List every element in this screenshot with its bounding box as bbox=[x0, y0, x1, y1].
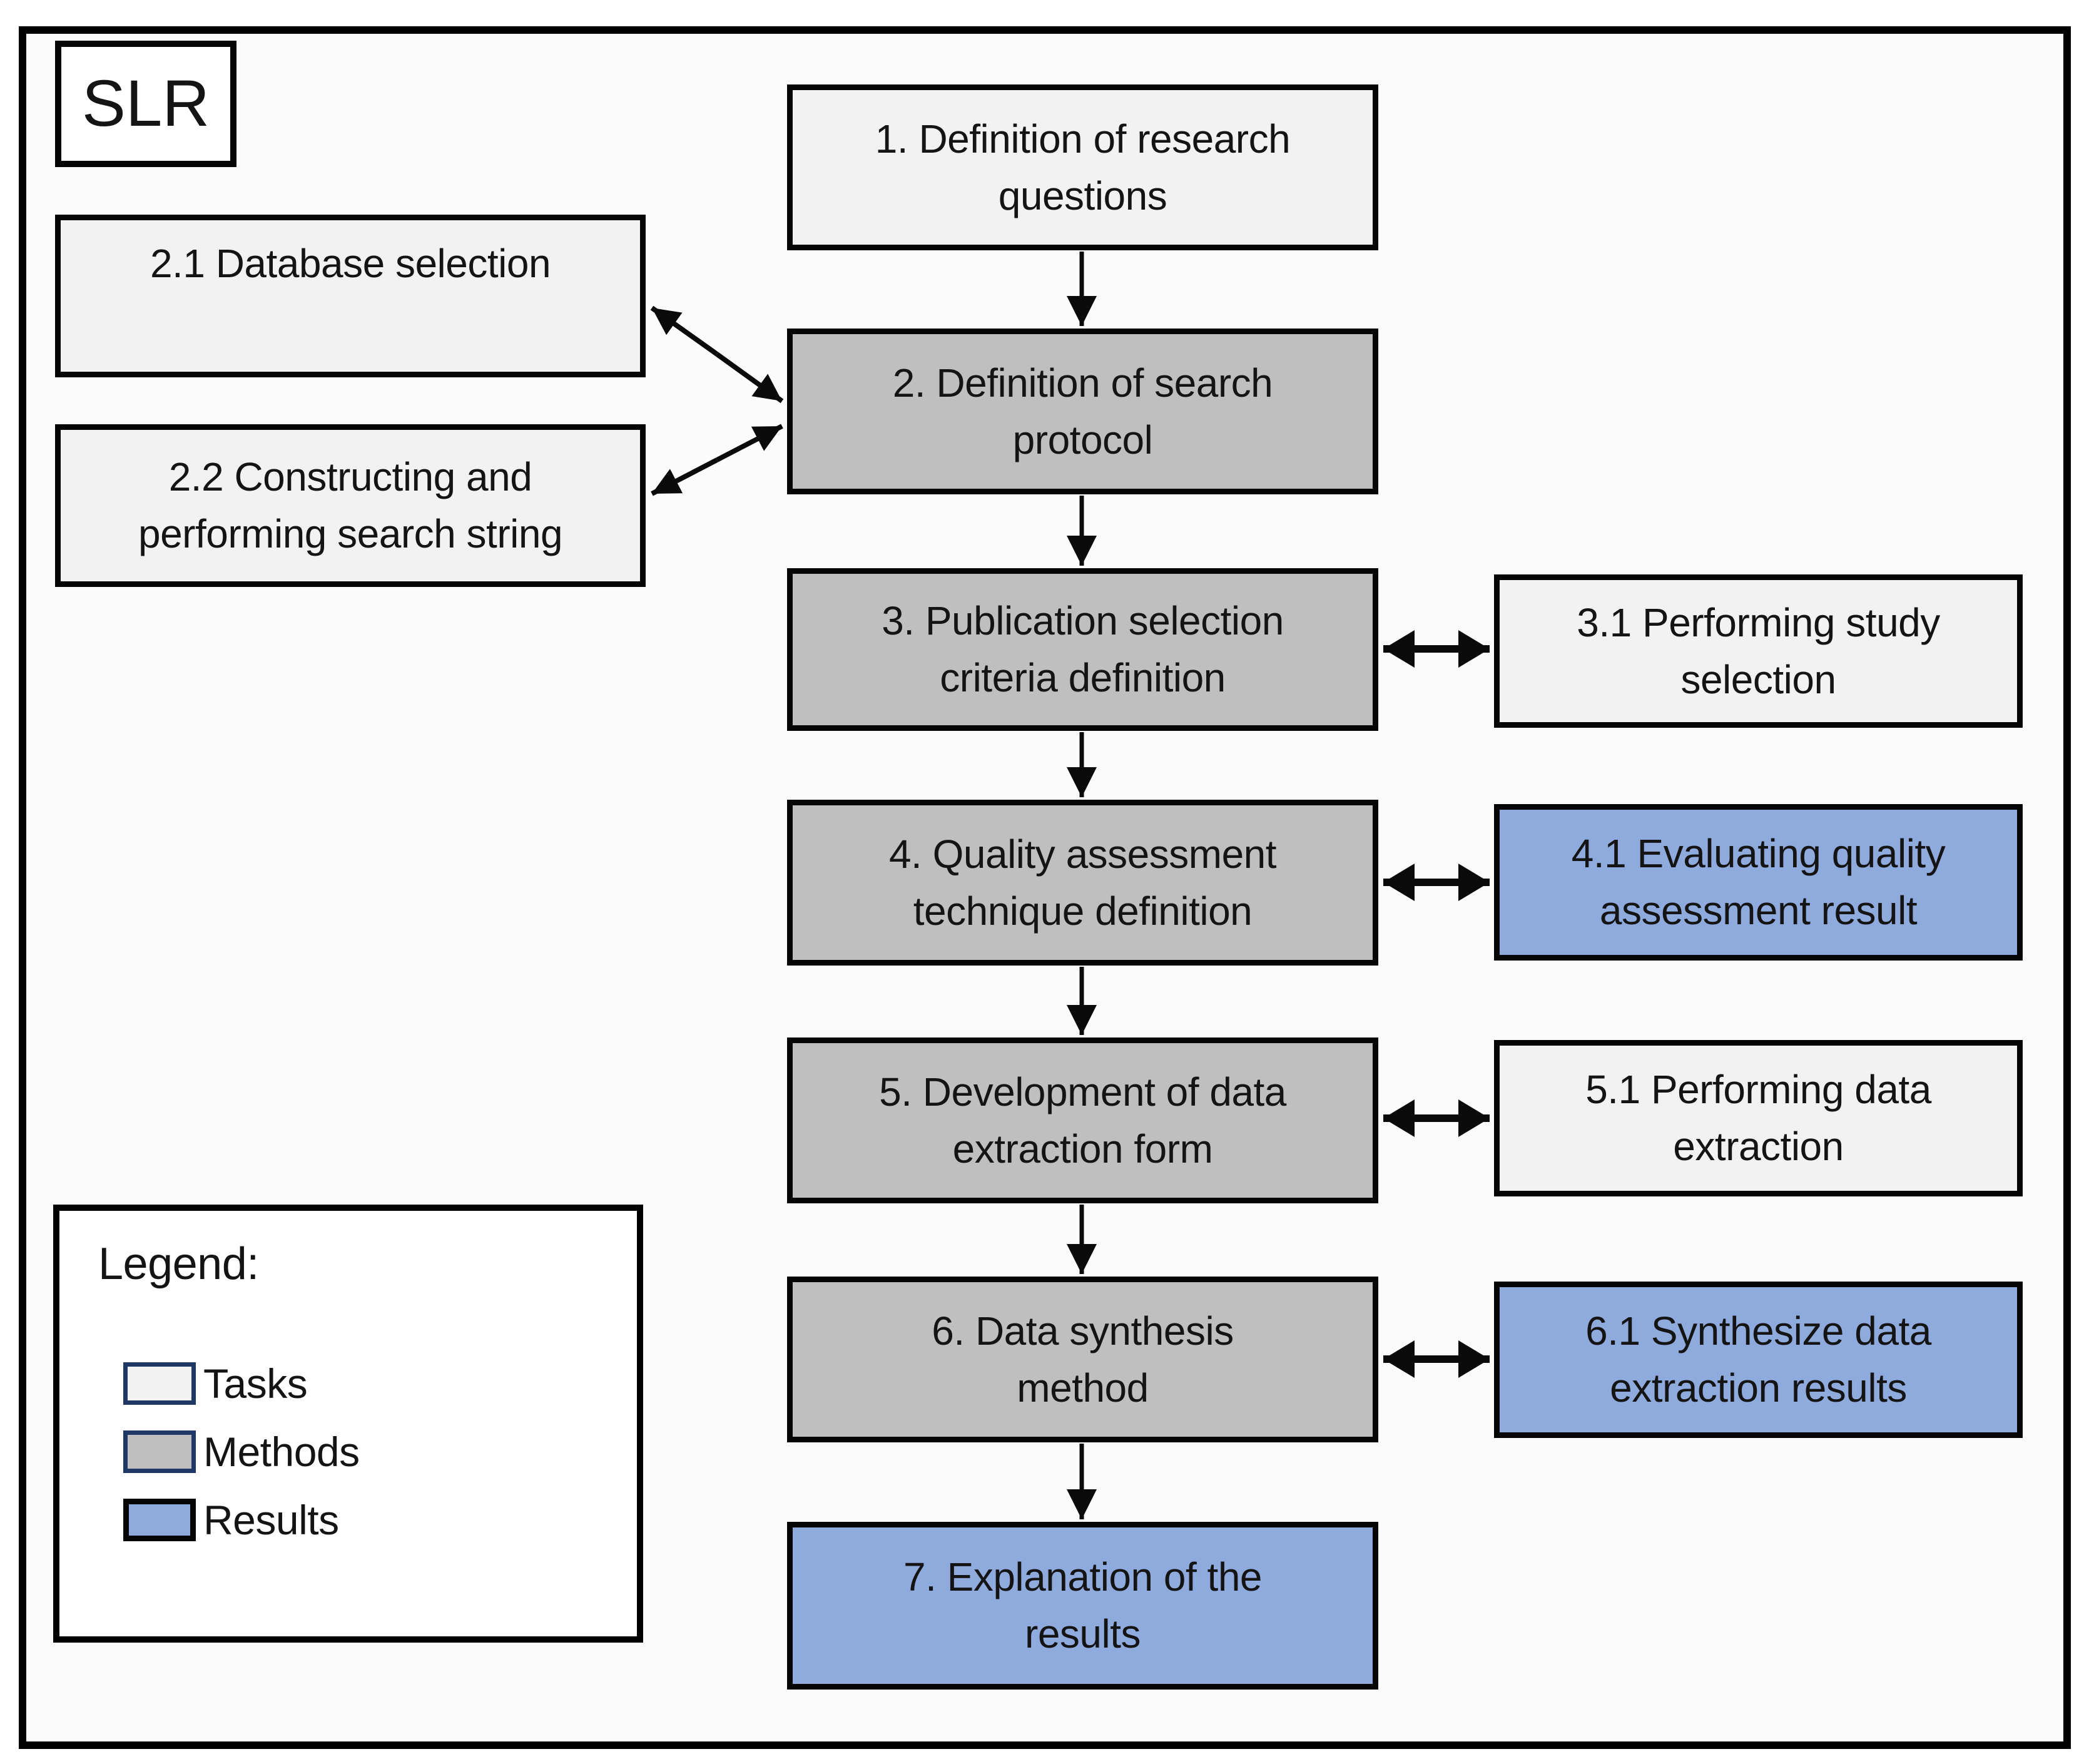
node-label: 2.2 Constructing and performing search s… bbox=[138, 454, 563, 556]
node-label: 4. Quality assessment technique definiti… bbox=[888, 831, 1277, 934]
node-label: 5. Development of data extraction form bbox=[879, 1069, 1286, 1171]
node-5-development-of-data-extraction-form: 5. Development of data extraction form bbox=[787, 1037, 1378, 1203]
node-label: 6.1 Synthesize data extraction results bbox=[1585, 1308, 1931, 1410]
node-label: 3.1 Performing study selection bbox=[1577, 599, 1940, 702]
node-4-quality-assessment-technique-definition: 4. Quality assessment technique definiti… bbox=[787, 800, 1378, 966]
legend-box: Legend: Tasks Methods Results bbox=[53, 1205, 643, 1643]
node-label: 2. Definition of search protocol bbox=[892, 360, 1273, 462]
legend-item-methods: Methods bbox=[123, 1428, 360, 1476]
legend-item-tasks: Tasks bbox=[123, 1360, 360, 1407]
node-2-2-constructing-performing-search-string: 2.2 Constructing and performing search s… bbox=[55, 424, 646, 587]
node-5-1-performing-data-extraction: 5.1 Performing data extraction bbox=[1494, 1040, 2023, 1196]
results-swatch-icon bbox=[123, 1499, 196, 1541]
node-label: 3. Publication selection criteria defini… bbox=[882, 598, 1284, 700]
legend-item-label: Tasks bbox=[203, 1360, 308, 1407]
legend-item-label: Results bbox=[203, 1497, 339, 1543]
legend-item-results: Results bbox=[123, 1496, 360, 1544]
node-label: 2.1 Database selection bbox=[150, 241, 551, 286]
node-label: 5.1 Performing data extraction bbox=[1585, 1067, 1931, 1169]
node-3-1-performing-study-selection: 3.1 Performing study selection bbox=[1494, 574, 2023, 728]
node-label: 1. Definition of research questions bbox=[875, 116, 1291, 218]
node-label: 7. Explanation of the results bbox=[903, 1554, 1263, 1656]
node-label: 4.1 Evaluating quality assessment result bbox=[1571, 831, 1946, 933]
node-4-1-evaluating-quality-assessment-result: 4.1 Evaluating quality assessment result bbox=[1494, 804, 2023, 961]
node-3-publication-selection-criteria-definition: 3. Publication selection criteria defini… bbox=[787, 568, 1378, 731]
tasks-swatch-icon bbox=[123, 1362, 196, 1405]
legend-items: Tasks Methods Results bbox=[123, 1360, 360, 1564]
node-7-explanation-of-the-results: 7. Explanation of the results bbox=[787, 1522, 1378, 1690]
slr-title-box: SLR bbox=[55, 41, 236, 167]
node-label: 6. Data synthesis method bbox=[932, 1308, 1234, 1410]
methods-swatch-icon bbox=[123, 1430, 196, 1473]
node-2-1-database-selection: 2.1 Database selection bbox=[55, 215, 646, 377]
node-6-1-synthesize-data-extraction-results: 6.1 Synthesize data extraction results bbox=[1494, 1282, 2023, 1438]
slr-title: SLR bbox=[81, 67, 210, 140]
node-6-data-synthesis-method: 6. Data synthesis method bbox=[787, 1277, 1378, 1442]
node-1-definition-of-research-questions: 1. Definition of research questions bbox=[787, 84, 1378, 250]
node-2-definition-of-search-protocol: 2. Definition of search protocol bbox=[787, 329, 1378, 494]
legend-item-label: Methods bbox=[203, 1429, 360, 1475]
legend-title: Legend: bbox=[98, 1239, 259, 1289]
